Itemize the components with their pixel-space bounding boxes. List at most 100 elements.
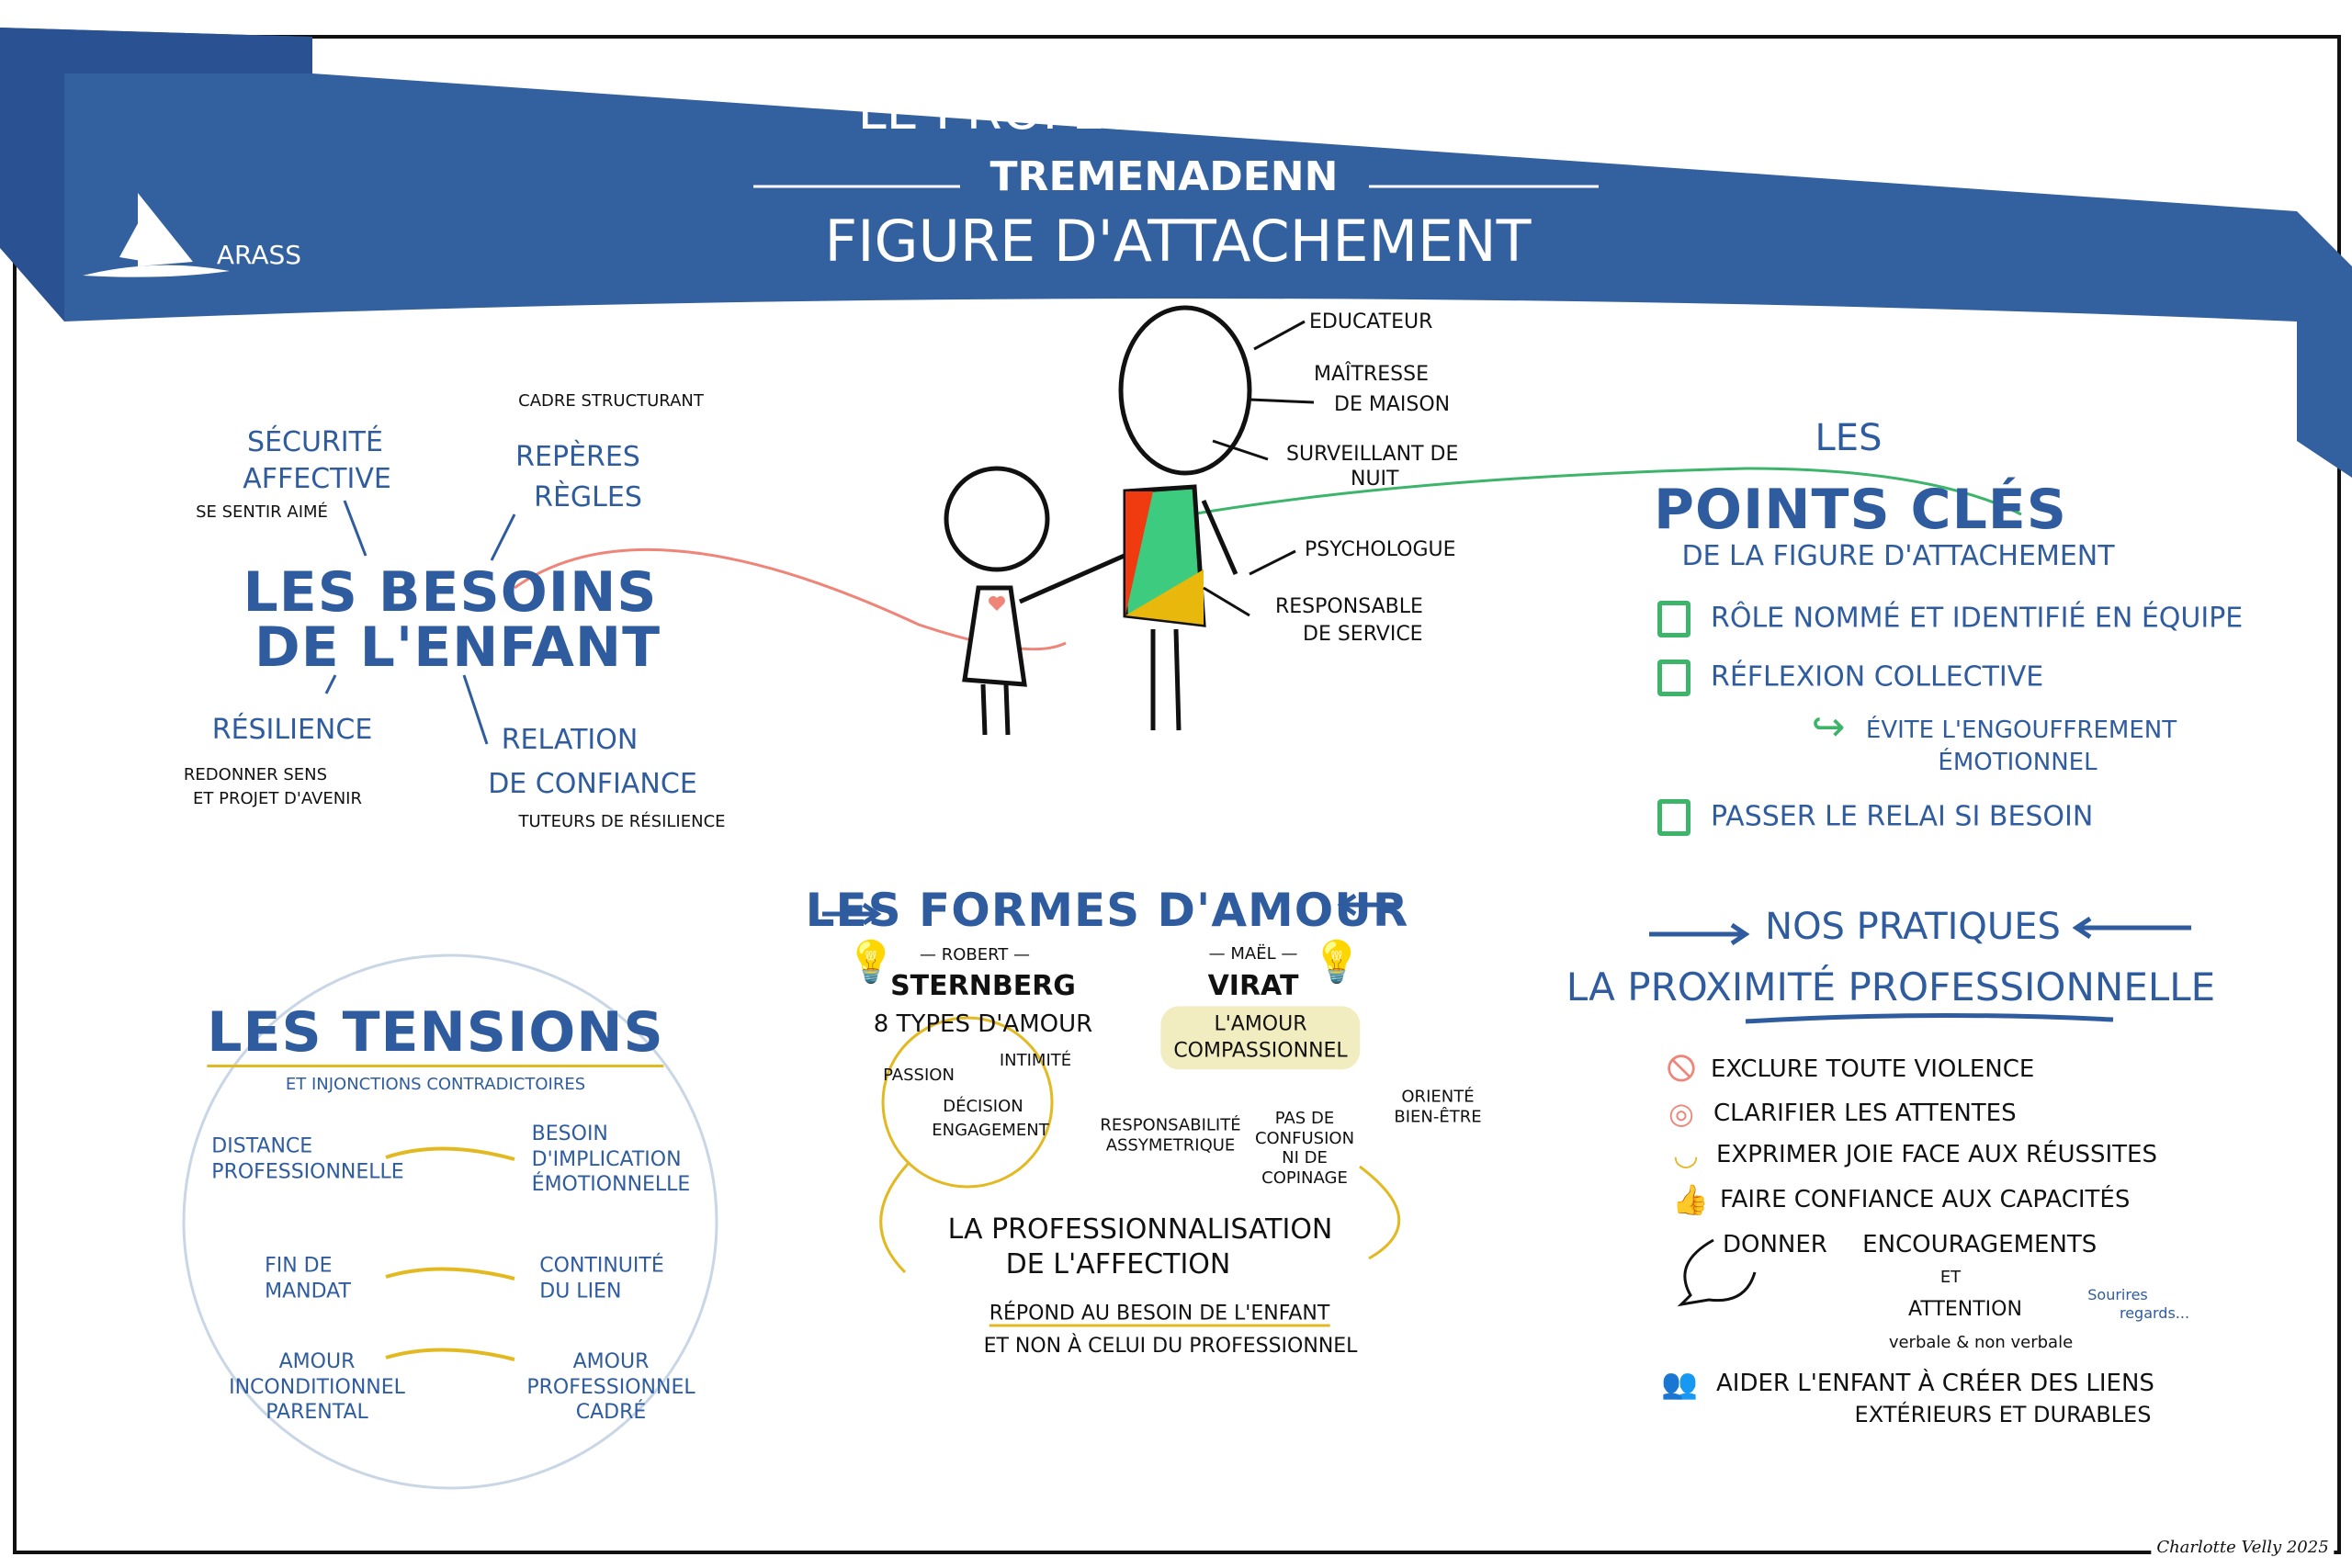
practice-side-note: Sourires [2087, 1286, 2148, 1303]
love-triangle-circle [881, 1016, 1054, 1189]
love-component: Décision [943, 1097, 1023, 1116]
trait-line: Pas de [1274, 1108, 1335, 1128]
trait-line: ni de [1282, 1148, 1328, 1168]
smile-icon: ◡ [1673, 1137, 1699, 1172]
love-component: Engagement [932, 1121, 1049, 1140]
two-people-icon: 👥 [1661, 1366, 1698, 1401]
checklist-label: Réflexion collective [1711, 660, 2044, 694]
besoins-title-2: de l'enfant [254, 615, 662, 680]
trait-line: Orienté [1401, 1087, 1475, 1107]
trait-line: copinage [1261, 1168, 1348, 1188]
practice-item: Exprimer joie face aux réussites [1716, 1141, 2157, 1168]
author-name: Sternberg [890, 970, 1076, 1002]
role-label: nuit [1351, 468, 1399, 491]
curved-arrow-icon: ↪ [1811, 704, 1846, 750]
logo-text: ARASS [216, 240, 302, 270]
author-name: Virat [1207, 970, 1299, 1002]
tension-left: Fin demandat [265, 1254, 351, 1304]
author-firstname: — Robert — [919, 945, 1031, 964]
adult-figure [1118, 305, 1252, 731]
practice-item: Aider l'enfant à créer des liens [1716, 1370, 2154, 1397]
checklist-label: Rôle nommé et identifié en équipe [1711, 602, 2244, 635]
role-label: Psychologue [1305, 538, 1456, 561]
role-label: Maîtresse [1314, 363, 1429, 386]
need-regles: Règles [534, 481, 642, 513]
compassion-trait: Pas deconfusionni decopinage [1255, 1109, 1354, 1188]
tension-left: Amourinconditionnelparental [229, 1349, 405, 1426]
compassion-trait: Orientébien-être [1394, 1087, 1481, 1126]
banner-title-line2: Tremenadenn [989, 153, 1339, 200]
love-component: Intimité [999, 1051, 1072, 1070]
need-resilience: Résilience [211, 714, 373, 746]
banner-title-line3: Figure d'attachement [824, 208, 1532, 275]
practice-item: Donner encouragements [1723, 1231, 2098, 1258]
checkbox-icon [1657, 799, 1690, 836]
checklist-note: Évite l'engouffrement [1865, 716, 2177, 744]
need-reperes: Repères [515, 441, 640, 473]
tensions-title: Les tensions [207, 1000, 664, 1067]
target-icon: ◎ [1668, 1096, 1694, 1131]
role-label: Educateur [1309, 310, 1433, 333]
professionnalisation-title: La professionnalisation [947, 1213, 1333, 1246]
frame-border [13, 35, 2341, 1554]
practice-item-2: extérieurs et durables [1854, 1402, 2152, 1427]
tension-left: Distanceprofessionnelle [211, 1134, 403, 1185]
banner-title-line1: Le professionnel de [857, 82, 1453, 141]
sailboat-logo-icon [83, 193, 230, 277]
tension-line: Continuité [539, 1254, 664, 1278]
trait-line: Responsabilité [1100, 1115, 1241, 1135]
compassion-line: L'amour [1214, 1012, 1307, 1036]
professionnalisation-note: et non à celui du professionnel [983, 1335, 1358, 1358]
compassion-highlight: L'amour compassionnel [1160, 1006, 1361, 1070]
tension-line: inconditionnel [229, 1375, 405, 1399]
lightbulb-icon: 💡 [845, 939, 897, 986]
tension-line: Amour [278, 1349, 356, 1373]
need-note: Cadre structurant [518, 391, 704, 411]
practice-item: Exclure toute violence [1711, 1055, 2035, 1083]
besoins-title: Les besoins [243, 560, 658, 625]
tension-line: professionnel [526, 1375, 695, 1399]
checklist-note: émotionnel [1938, 749, 2098, 776]
heart-icon [989, 596, 1005, 611]
professionnalisation-title-2: de l'affection [1005, 1248, 1231, 1280]
tension-line: professionnelle [211, 1160, 404, 1183]
lightbulb-icon: 💡 [1311, 939, 1363, 986]
author-firstname: — Maël — [1208, 944, 1298, 964]
role-label: de service [1303, 623, 1423, 646]
tension-line: cadré [575, 1400, 647, 1424]
title-banner [0, 28, 2352, 478]
tension-right: Continuitédu lien [539, 1254, 663, 1304]
need-securite-2: affective [243, 463, 391, 495]
formes-title: Les formes d'amour [805, 884, 1409, 937]
tension-line: Distance [211, 1134, 313, 1158]
need-note: et projet d'avenir [193, 789, 362, 808]
points-cles-title: Points clés [1653, 478, 2068, 542]
trait-line: confusion [1254, 1128, 1355, 1148]
practice-item: Faire confiance aux capacités [1720, 1186, 2131, 1213]
points-cles-subtitle: de la figure d'attachement [1681, 540, 2115, 572]
child-figure [944, 466, 1136, 736]
signature: Charlotte Velly 2025 [2151, 1540, 2335, 1556]
need-relation: Relation [501, 724, 639, 756]
love-component: Passion [883, 1066, 955, 1085]
practice-side-note: regards... [2119, 1304, 2190, 1322]
practice-item: Clarifier les attentes [1713, 1100, 2017, 1127]
compassion-line: compassionnel [1173, 1039, 1348, 1062]
tensions-circle [182, 953, 718, 1490]
forbidden-icon: 🛇 [1666, 1052, 1697, 1087]
trait-line: bien-être [1394, 1107, 1482, 1126]
tension-right: Amourprofessionnelcadré [526, 1349, 695, 1426]
tension-line: Amour [572, 1349, 650, 1373]
checklist-item: Réflexion collective [1657, 660, 2043, 696]
tension-line: Besoin [531, 1122, 608, 1145]
checklist-item: Rôle nommé et identifié en équipe [1657, 601, 2243, 637]
trait-line: assymetrique [1105, 1135, 1236, 1155]
practice-attention: Attention [1908, 1298, 2022, 1321]
practice-connector: et [1939, 1268, 1962, 1287]
tension-right: Besoind'implicationémotionnelle [532, 1122, 691, 1198]
tension-line: du lien [539, 1280, 622, 1303]
speech-bubble-icon [1677, 1238, 1757, 1307]
need-note: Redonner sens [183, 765, 328, 784]
